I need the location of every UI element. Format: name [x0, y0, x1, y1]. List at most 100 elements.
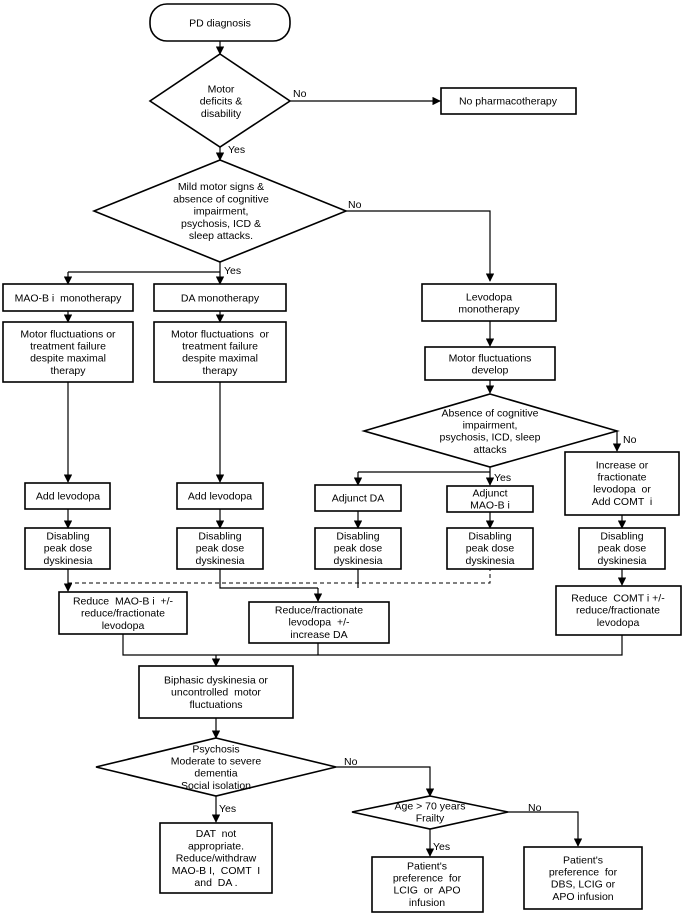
dbs-line: APO infusion [552, 891, 613, 903]
reduce-comt-box [555, 585, 682, 636]
mild-signs-line: absence of cognitive [173, 193, 269, 205]
dat-not-line: DAT not [196, 828, 237, 840]
no-pharmacotherapy-line: No pharmacotherapy [459, 96, 558, 108]
reduce-maob-box [58, 591, 188, 635]
reduce-levo-da-line: increase DA [290, 629, 347, 641]
increase-levo-line: levodopa or [593, 484, 651, 496]
fail-maob-line: treatment failure [30, 341, 106, 353]
dysk-5-line: Disabling [600, 530, 643, 542]
adjunct-da-text: Adjunct DA [332, 493, 385, 505]
increase-levo-box [564, 451, 680, 516]
dysk-4-line: peak dose [466, 543, 515, 555]
dysk-2-line: dyskinesia [195, 555, 244, 567]
psychosis-line: Social isolation [181, 780, 251, 792]
lcig-apo-line: Patient's [407, 860, 447, 872]
connectors [63, 41, 627, 857]
motor-deficits-line: disability [201, 108, 242, 120]
dysk-2-box [176, 527, 264, 570]
increase-levo-line: fractionate [597, 472, 646, 484]
lcig-apo-line: LCIG or APO [393, 885, 460, 897]
fail-maob-line: Motor fluctuations or [20, 328, 116, 340]
mild-signs-diamond [91, 159, 349, 263]
increase-levo-line: Add COMT i [592, 496, 653, 508]
reduce-comt-line: levodopa [597, 617, 640, 629]
reduce-comt-line: reduce/fractionate [576, 605, 660, 617]
psychosis-line: Moderate to severe [171, 756, 262, 768]
dysk-5-box [578, 527, 666, 570]
biphasic-line: uncontrolled motor [171, 687, 261, 699]
edge-dashed-dysk [67, 569, 491, 584]
dysk-3-line: Disabling [336, 530, 379, 542]
edge-reduce1-out [122, 634, 623, 656]
adjunct-maob-line: MAO-B i [470, 500, 510, 512]
edge-psychosis-no [336, 766, 435, 797]
reduce-levo-da-line: Reduce/fractionate [275, 604, 363, 616]
fail-maob-line: despite maximal [30, 353, 106, 365]
dysk-4-line: Disabling [468, 530, 511, 542]
motor-fluct-develop-line: Motor fluctuations [449, 353, 532, 365]
fail-maob-line: therapy [50, 365, 86, 377]
biphasic-line: Biphasic dyskinesia or [164, 674, 268, 686]
psychosis-diamond [95, 737, 337, 797]
biphasic-box [138, 665, 294, 719]
dysk-1-line: Disabling [46, 530, 89, 542]
mild-signs-line: psychosis, ICD & [181, 218, 261, 230]
increase-levo-line: Increase or [596, 459, 649, 471]
levodopa-mono-line: monotherapy [458, 304, 520, 316]
adjunct-da-line: Adjunct DA [332, 493, 385, 505]
lcig-apo-line: infusion [409, 897, 445, 909]
dbs-box [523, 846, 643, 910]
mild-signs-line: Mild motor signs & [178, 181, 264, 193]
dat-not-line: appropriate. [188, 840, 244, 852]
add-levo-1-line: Add levodopa [36, 491, 100, 503]
start-line: PD diagnosis [189, 18, 251, 30]
start-terminal [149, 3, 291, 42]
add-levo-1-box [24, 482, 111, 510]
dbs-line: DBS, LCIG or [551, 879, 616, 891]
dysk-2-line: Disabling [198, 530, 241, 542]
add-levo-2-box [176, 482, 264, 510]
motor-fluct-develop-line: develop [472, 365, 509, 377]
mild-signs-line: sleep attacks. [189, 230, 253, 242]
label-yes-3: Yes [494, 472, 511, 484]
da-mono-text: DA monotherapy [181, 293, 260, 305]
absence-cog-diamond [361, 393, 620, 468]
fail-da-box [153, 321, 287, 383]
dbs-line: preference for [549, 867, 618, 879]
mild-signs-line: impairment, [194, 206, 249, 218]
motor-fluct-develop-box [424, 346, 556, 381]
label-yes-4: Yes [219, 803, 236, 815]
maob-mono-line: MAO-B i monotherapy [15, 293, 123, 305]
maob-mono-text: MAO-B i monotherapy [15, 293, 123, 305]
no-pharmacotherapy-box [440, 87, 577, 115]
fail-da-line: Motor fluctuations or [171, 328, 270, 340]
motor-deficits-diamond [148, 53, 292, 148]
age-frailty-diamond [351, 795, 509, 830]
label-yes-1: Yes [228, 144, 245, 156]
biphasic-line: fluctuations [189, 699, 242, 711]
dysk-1-line: dyskinesia [43, 555, 92, 567]
absence-cog-line: Absence of cognitive [442, 407, 539, 419]
dat-not-line: MAO-B I, COMT I [172, 865, 260, 877]
motor-deficits-line: Motor [208, 83, 235, 95]
dbs-line: Patient's [563, 854, 603, 866]
edge-age-no [508, 811, 583, 847]
lcig-apo-box [371, 856, 484, 913]
dysk-4-box [446, 527, 534, 570]
absence-cog-line: attacks [473, 444, 506, 456]
